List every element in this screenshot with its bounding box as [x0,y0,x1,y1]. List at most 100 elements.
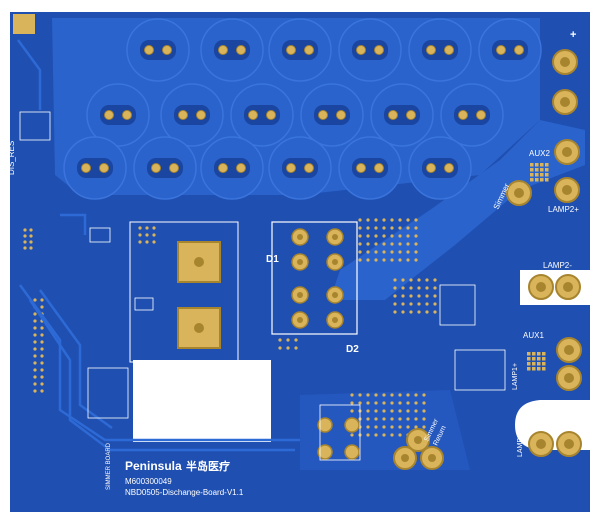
via [414,417,418,421]
via [417,302,421,306]
capacitor-lead [426,163,436,173]
via [145,240,149,244]
via [425,310,429,314]
aux-pin [535,168,539,172]
aux-pin [527,362,531,366]
via [358,401,362,405]
via [374,218,378,222]
power-connectors [506,49,582,457]
via [393,294,397,298]
via [358,393,362,397]
via [401,294,405,298]
via [406,250,410,254]
board-cutout [133,360,271,442]
via [382,218,386,222]
via [374,242,378,246]
via [414,258,418,262]
via [33,347,37,351]
via [366,258,370,262]
via [433,310,437,314]
diode-outline [271,221,358,335]
via [406,393,410,397]
diode-pad-hole [297,259,303,265]
d1-outline [129,221,239,363]
via [414,393,418,397]
via [390,433,394,437]
power-terminal-hole [562,185,572,195]
via [390,226,394,230]
via [138,240,142,244]
via [29,228,33,232]
capacitor-lead [104,110,114,120]
capacitor-lead [218,45,228,55]
signal-traces [16,39,300,452]
via [406,218,410,222]
via [390,234,394,238]
via [401,310,405,314]
via [145,233,149,237]
via [366,433,370,437]
via [398,409,402,413]
via [33,333,37,337]
via [33,326,37,330]
via [398,250,402,254]
via [366,226,370,230]
diode-pad-hole [297,317,303,323]
capacitor-lead [218,163,228,173]
via [382,226,386,230]
capacitor-lead [426,45,436,55]
via [422,401,426,405]
aux-pin [542,367,546,371]
diode-pad-hole [332,292,338,298]
aux-pin [530,168,534,172]
simmer-pad [344,417,360,433]
via [401,286,405,290]
capacitor-lead [196,110,206,120]
via [374,401,378,405]
capacitor-lead [374,45,384,55]
capacitor-lead [388,110,398,120]
d2-label: D2 [346,344,359,355]
via [382,425,386,429]
via [425,302,429,306]
return-pad-hole [428,454,436,462]
d1-pad-top-hole [194,257,204,267]
via [33,319,37,323]
via [382,433,386,437]
via [366,250,370,254]
via [398,401,402,405]
aux-pin [540,168,544,172]
via-fields [23,218,444,470]
simmer-pad [317,417,333,433]
via [366,234,370,238]
via [382,393,386,397]
via [40,340,44,344]
via [294,338,298,342]
power-terminal-hole [564,373,574,383]
d1-label: D1 [266,254,279,265]
aux-pin [540,163,544,167]
power-terminal-hole [564,345,574,355]
capacitor-lead [99,163,109,173]
aux-pin [527,357,531,361]
aux-pin [532,362,536,366]
aux-pin [542,352,546,356]
aux-pin [535,163,539,167]
via [23,240,27,244]
via [374,234,378,238]
brand-label: Peninsula [125,459,182,473]
capacitor-lead [248,110,258,120]
via [40,389,44,393]
power-terminal-hole [536,439,546,449]
via [286,346,290,350]
via [40,354,44,358]
via [398,433,402,437]
via [390,417,394,421]
via [406,425,410,429]
via [366,401,370,405]
via [294,346,298,350]
power-terminal-hole [560,57,570,67]
via [433,286,437,290]
via [278,338,282,342]
aux-pin [530,178,534,182]
